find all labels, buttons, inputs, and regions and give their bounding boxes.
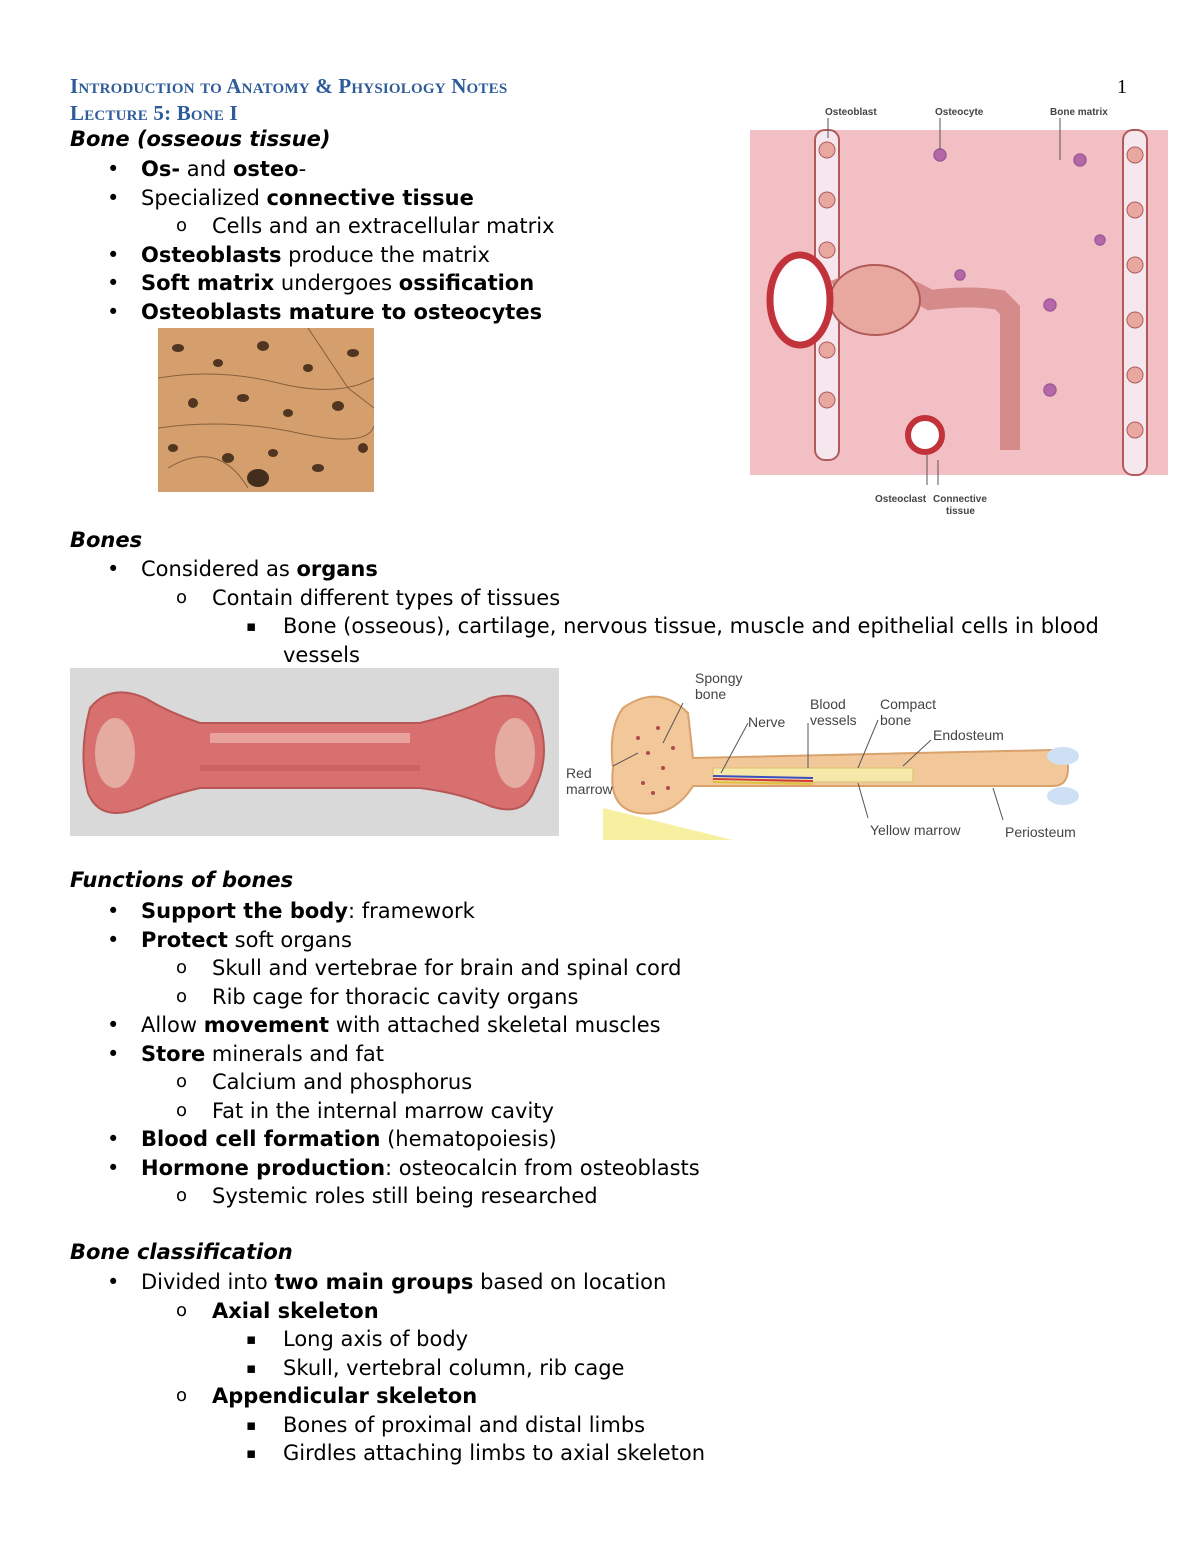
label-compact: Compact xyxy=(880,696,936,712)
classification-list: Divided into two main groups based on lo… xyxy=(70,1268,1070,1468)
label-endosteum: Endosteum xyxy=(933,727,1004,743)
list-item: Hormone production: osteocalcin from ost… xyxy=(70,1154,1070,1183)
label-osteoblast: Osteoblast xyxy=(825,107,877,118)
list-item: Protect soft organs xyxy=(70,926,1070,955)
label-periosteum: Periosteum xyxy=(1005,824,1076,840)
bone-tissue-list: Os- and osteo- Specialized connective ti… xyxy=(70,155,750,326)
section-title-bones: Bones xyxy=(70,528,143,552)
list-item: Skull, vertebral column, rib cage xyxy=(70,1354,1070,1383)
course-title: Introduction to Anatomy & Physiology Not… xyxy=(70,74,508,98)
label-nerve: Nerve xyxy=(748,714,786,730)
list-item: Rib cage for thoracic cavity organs xyxy=(70,983,1070,1012)
label-red: Red xyxy=(566,765,592,781)
list-item: Skull and vertebrae for brain and spinal… xyxy=(70,954,1070,983)
label-bone-matrix: Bone matrix xyxy=(1050,107,1108,118)
functions-list: Support the body: framework Protect soft… xyxy=(70,897,1070,1211)
bone-micrograph xyxy=(158,328,374,492)
bone-cells-illustration: Osteoblast Osteocyte Bone matrix Osteocl… xyxy=(750,100,1170,520)
list-item: Allow movement with attached skeletal mu… xyxy=(70,1011,1070,1040)
label-red-marrow: marrow xyxy=(566,781,614,797)
list-item: Considered as organs xyxy=(70,555,1140,584)
label-blood-vessels: vessels xyxy=(810,712,857,728)
bone-photo xyxy=(70,668,559,836)
label-blood: Blood xyxy=(810,696,846,712)
list-item: Calcium and phosphorus xyxy=(70,1068,1070,1097)
label-osteoclast: Osteoclast xyxy=(875,494,927,505)
list-item: Fat in the internal marrow cavity xyxy=(70,1097,1070,1126)
list-item: Long axis of body xyxy=(70,1325,1070,1354)
list-item: Soft matrix undergoes ossification xyxy=(70,269,750,298)
section-title-classification: Bone classification xyxy=(70,1240,293,1264)
list-item: Divided into two main groups based on lo… xyxy=(70,1268,1070,1297)
label-spongy: Spongy xyxy=(695,670,742,686)
label-compact-bone: bone xyxy=(880,712,911,728)
list-item: Os- and osteo- xyxy=(70,155,750,184)
label-yellow-marrow: Yellow marrow xyxy=(870,822,961,838)
list-item: Bone (osseous), cartilage, nervous tissu… xyxy=(70,612,1140,670)
list-item: Support the body: framework xyxy=(70,897,1070,926)
list-item: Axial skeleton xyxy=(70,1297,1070,1326)
list-item: Specialized connective tissue xyxy=(70,184,750,213)
label-spongy-bone: bone xyxy=(695,686,726,702)
label-tissue: tissue xyxy=(946,506,975,517)
label-connective: Connective xyxy=(933,494,987,505)
page-number: 1 xyxy=(1117,76,1127,98)
list-item: Osteoblasts mature to osteocytes xyxy=(70,298,750,327)
list-item: Blood cell formation (hematopoiesis) xyxy=(70,1125,1070,1154)
lecture-title: Lecture 5: Bone I xyxy=(70,101,238,125)
list-item: Cells and an extracellular matrix xyxy=(70,212,750,241)
list-item: Girdles attaching limbs to axial skeleto… xyxy=(70,1439,1070,1468)
list-item: Systemic roles still being researched xyxy=(70,1182,1070,1211)
list-item: Store minerals and fat xyxy=(70,1040,1070,1069)
section-title-bone-tissue: Bone (osseous tissue) xyxy=(70,127,331,151)
list-item: Appendicular skeleton xyxy=(70,1382,1070,1411)
list-item: Contain different types of tissues xyxy=(70,584,1140,613)
list-item: Bones of proximal and distal limbs xyxy=(70,1411,1070,1440)
bones-list: Considered as organs Contain different t… xyxy=(70,555,1140,670)
section-title-functions: Functions of bones xyxy=(70,868,294,892)
list-item: Osteoblasts produce the matrix xyxy=(70,241,750,270)
label-osteocyte: Osteocyte xyxy=(935,107,984,118)
long-bone-diagram: Spongy bone Nerve Blood vessels Compact … xyxy=(563,668,1080,840)
